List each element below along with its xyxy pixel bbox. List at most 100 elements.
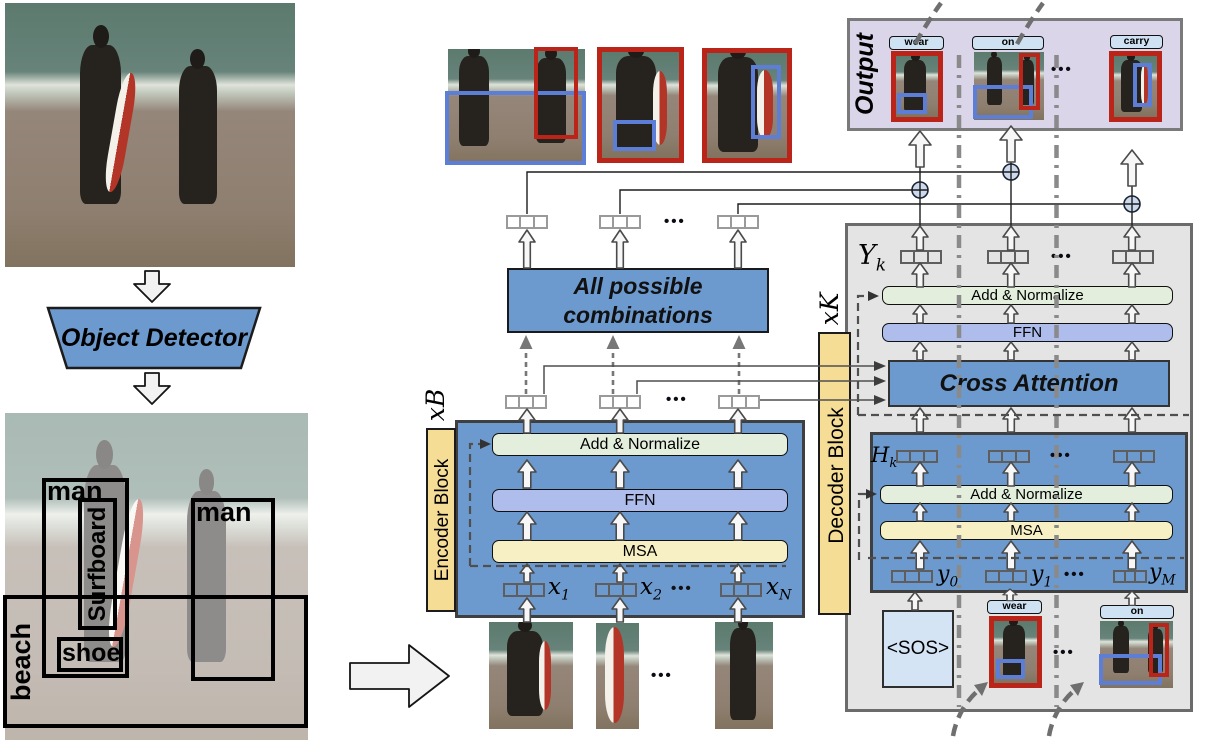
object-crop-2 [596,623,639,729]
ellipsis: ••• [1064,566,1086,583]
decoder-out-token [900,250,942,264]
down-arrow-icon [133,270,171,303]
decoder-in-token [1113,570,1147,583]
surfboard [605,627,625,723]
surfboard [652,71,667,146]
token-label-Yk: Yk [858,240,886,275]
predicate-badge-carry: carry [1110,35,1163,49]
surfer-figure [179,48,217,204]
decoder-block-bar: Decoder Block [818,332,851,615]
token-label-x1: x1 [548,574,571,604]
dashed-arrowhead [519,335,533,349]
ellipsis: ••• [651,667,673,684]
input-badge-wear: wear [987,600,1042,614]
pair1-beach-box [445,91,586,165]
surfer-figure [986,52,1002,106]
circled-plus-icon [911,181,929,199]
pair-wire [737,203,1140,214]
decoder-hidden-token [988,450,1030,463]
surfboard [756,69,773,140]
pair-token [506,215,548,229]
encoder-block-label: Encoder Block [432,458,453,582]
pair3-surfboard-box [751,65,781,139]
predicate-badge-on: on [972,36,1044,50]
sos-token-box: <SOS> [882,610,954,688]
pair-image-2 [597,47,684,163]
decoder-ffn-layer: FFN [882,323,1173,342]
input-badge-on: on [1100,605,1174,619]
surfer-figure [1113,621,1130,674]
pair-wire [619,189,928,214]
cross-attention-label: Cross Attention [939,369,1119,397]
token-label-Hk: Hk [871,443,898,472]
decoder-hidden-token [1113,450,1155,463]
predicate-badge-wear: wear [889,36,944,50]
bbox-man-left [42,478,129,678]
bbox-label-beach: beach [6,622,36,702]
bbox-man-right [191,498,275,681]
input-wear-shoe-box [996,659,1025,679]
surfboard [1140,64,1149,105]
surfer-figure [507,622,543,717]
encoder-in-token [720,583,762,597]
bbox-label-shoe: shoe [62,639,121,667]
up-arrow-icon [999,125,1023,163]
surfer-figure [615,52,656,150]
up-arrow-icon [908,130,932,168]
decoder-addnorm-lower: Add & Normalize [880,485,1173,504]
decoder-in-token [985,570,1027,583]
decoder-out-token [987,250,1029,264]
dashed-arrowhead [732,335,746,349]
circled-plus-icon [1002,163,1020,181]
object-crop-3 [715,622,773,729]
object-detector-label: Object Detector [60,323,248,352]
up-arrow-icon [1120,149,1144,187]
encoder-in-token [503,583,545,597]
encoder-out-token [599,395,641,409]
ellipsis: ••• [664,213,686,230]
bbox-surfboard [78,498,117,630]
decoder-repeat-label: xK [815,292,844,326]
up-arrow-icon [611,229,629,269]
surfer-figure [1002,621,1025,679]
ellipsis: ••• [1053,644,1075,661]
encoder-addnorm-layer: Add & Normalize [492,433,788,456]
output3-surfboard-box [1133,63,1152,107]
input-on-man-box [1149,623,1169,677]
surfer-figure [730,622,756,721]
fade-overlay [5,413,308,740]
output-label: Output [851,33,879,115]
encoder-block-bar: Encoder Block [426,428,456,612]
bbox-shoe [57,637,123,672]
bbox-beach [3,595,308,728]
output1-shoe-box [897,93,927,114]
ellipsis: ••• [666,391,688,408]
ellipsis: ••• [671,580,693,597]
ellipsis: ••• [1051,61,1073,78]
output2-man-box [1019,53,1040,110]
object-crop-1 [489,622,573,729]
decoder-out-token [1112,250,1154,264]
apc-label-line1: All possible [573,273,703,300]
right-arrow-icon [349,644,450,708]
decoder-hidden-token [896,450,938,463]
trapezoid-shape [46,306,262,370]
decoder-in-token [891,570,933,583]
object-detector-block: Object Detector [46,306,262,370]
token-label-x2: x2 [640,574,663,604]
sos-label: <SOS> [886,638,950,659]
token-label-yM: yM [1149,560,1176,589]
surfer-figure [458,49,490,146]
circled-plus-icon [1123,195,1141,213]
pair-image-1 [448,49,585,164]
surfboard [539,641,552,710]
pair-token [599,215,641,229]
token-label-y1: y1 [1031,562,1053,591]
up-arrow-icon [729,229,747,269]
encoder-out-token [718,395,760,409]
encoder-in-token [595,583,637,597]
token-label-xN: xN [766,574,792,604]
encoder-repeat-label: xB [421,388,450,422]
surfer-figure [904,56,927,113]
